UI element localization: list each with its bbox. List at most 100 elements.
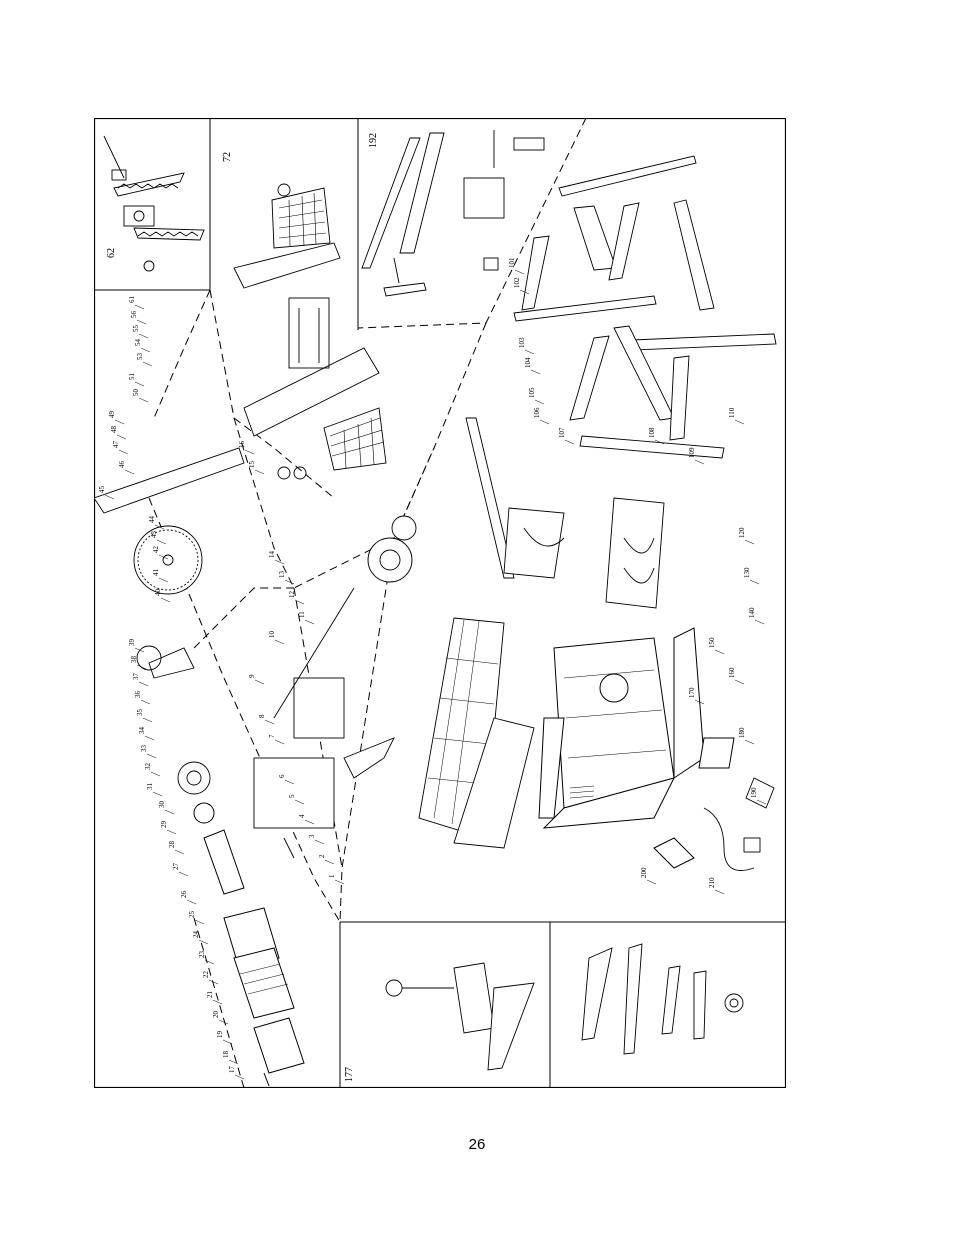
leader-line — [150, 771, 161, 777]
part-label: 31 — [146, 783, 154, 791]
leader-line — [744, 539, 755, 545]
leader-line — [204, 959, 215, 965]
part-label: 102 — [513, 277, 521, 288]
part-label: 11 — [298, 611, 306, 618]
part-label: 56 — [130, 311, 138, 319]
part-label: 104 — [524, 357, 532, 368]
leader-line — [284, 579, 295, 585]
section-label-177: 177 — [344, 1067, 355, 1082]
part-label: 101 — [508, 257, 516, 268]
leader-line — [324, 859, 335, 865]
leader-line — [118, 449, 129, 455]
part-label: 15 — [248, 461, 256, 469]
part-label: 39 — [128, 639, 136, 647]
part-label: 19 — [216, 1031, 224, 1039]
part-label: 43 — [150, 531, 158, 539]
leader-line — [254, 469, 265, 475]
part-label: 49 — [108, 411, 116, 419]
leader-line — [294, 799, 305, 805]
rip-fence-192 — [361, 130, 545, 297]
leader-line — [164, 809, 175, 815]
leader-line — [156, 539, 167, 545]
leader-line — [304, 819, 315, 825]
leader-line — [104, 494, 115, 500]
part-label: 41 — [152, 569, 160, 577]
leader-line — [136, 319, 147, 325]
part-label: 160 — [728, 667, 736, 678]
blade-guard-72 — [233, 183, 387, 480]
leader-line — [144, 735, 155, 741]
leader-line — [284, 779, 295, 785]
leader-line — [654, 439, 665, 445]
leader-line — [754, 619, 765, 625]
part-label: 7 — [268, 734, 276, 738]
page-number: 26 — [468, 1136, 486, 1153]
leader-line — [714, 889, 725, 895]
leader-line — [244, 449, 255, 455]
part-label: 6 — [278, 774, 286, 778]
leader-line — [734, 419, 745, 425]
leader-line — [138, 681, 149, 687]
leader-line — [228, 1059, 239, 1065]
part-label: 17 — [228, 1066, 236, 1074]
leader-line — [198, 939, 209, 945]
power-cord — [703, 777, 775, 871]
part-label: 36 — [134, 691, 142, 699]
part-label: 33 — [140, 745, 148, 753]
diagram-border — [94, 118, 786, 1088]
leader-line — [734, 679, 745, 685]
part-label: 3 — [308, 834, 316, 838]
part-label: 37 — [132, 673, 140, 681]
part-label: 26 — [180, 891, 188, 899]
leader-line — [534, 399, 545, 405]
part-label: 190 — [750, 787, 758, 798]
blade-and-arbor — [94, 447, 417, 859]
part-label: 10 — [268, 631, 276, 639]
part-label: 35 — [136, 709, 144, 717]
part-label: 55 — [132, 325, 140, 333]
leader-line — [714, 649, 725, 655]
part-label: 20 — [212, 1011, 220, 1019]
leader-line — [530, 369, 541, 375]
part-label: 14 — [268, 551, 276, 559]
part-label: 4 — [298, 814, 306, 818]
part-label: 61 — [128, 296, 136, 304]
leader-line — [222, 1039, 233, 1045]
leader-line — [166, 829, 177, 835]
miter-gauge-177 — [385, 962, 535, 1071]
part-label: 28 — [168, 841, 176, 849]
leader-line — [274, 559, 285, 565]
part-label: 22 — [202, 971, 210, 979]
part-label: 180 — [738, 727, 746, 738]
leader-line — [160, 597, 171, 603]
section-label-62: 62 — [106, 248, 117, 258]
part-label: 110 — [728, 407, 736, 418]
part-label: 23 — [198, 951, 206, 959]
leader-line — [142, 717, 153, 723]
leader-line — [749, 579, 760, 585]
leader-line — [134, 304, 145, 310]
part-label: 44 — [148, 516, 156, 524]
part-label: 9 — [248, 674, 256, 678]
leader-line — [539, 419, 550, 425]
part-label: 170 — [688, 687, 696, 698]
leader-line — [136, 664, 147, 670]
blade-assembly-62 — [103, 135, 205, 272]
part-label: 200 — [640, 867, 648, 878]
part-callouts: 6156555453515049484746454443424140393837… — [98, 257, 767, 1080]
part-label: 210 — [708, 877, 716, 888]
leader-line — [694, 459, 705, 465]
part-label: 25 — [188, 911, 196, 919]
part-label: 1 — [328, 874, 336, 878]
part-label: 54 — [134, 339, 142, 347]
part-label: 5 — [288, 794, 296, 798]
part-label: 8 — [258, 714, 266, 718]
part-label: 150 — [708, 637, 716, 648]
part-label: 34 — [138, 727, 146, 735]
leader-line — [158, 554, 169, 560]
leader-line — [234, 1074, 245, 1080]
part-label: 105 — [528, 387, 536, 398]
leader-line — [274, 739, 285, 745]
leader-line — [138, 397, 149, 403]
